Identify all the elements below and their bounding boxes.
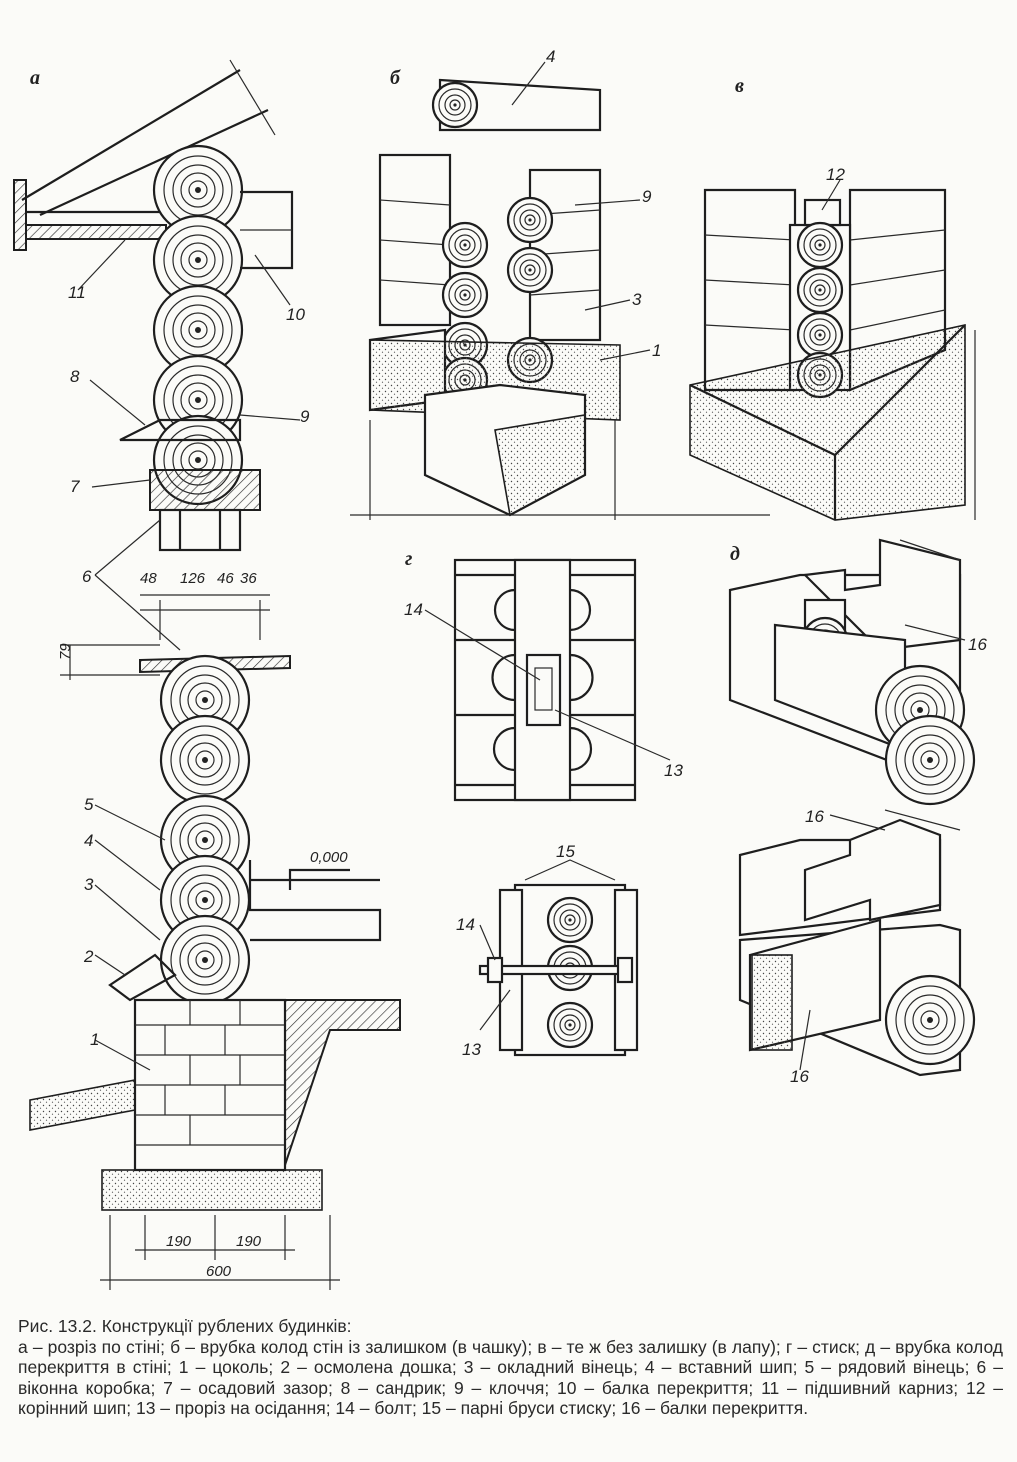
label-12: 12 xyxy=(826,165,845,184)
level-mark: 0,000 xyxy=(310,849,348,866)
section-letter-b: б xyxy=(390,67,401,89)
label-6: 6 xyxy=(82,567,92,586)
label-14: 14 xyxy=(404,600,423,619)
dim-48: 48 xyxy=(140,570,157,587)
leader-lines xyxy=(77,61,966,1071)
dim-46: 46 xyxy=(217,570,234,587)
label-1: 1 xyxy=(90,1030,99,1049)
section-b-corner-saddle-notch xyxy=(350,78,770,520)
caption-title: Рис. 13.2. Конструкції рублених будинків… xyxy=(18,1316,352,1336)
dim-190-left: 190 xyxy=(166,1233,192,1250)
label-3b: 3 xyxy=(632,290,642,309)
section-a-wall-section xyxy=(13,59,401,1290)
construction-drawing: а б в г д 1 1 2 3 3 4 4 5 6 7 8 9 9 10 1… xyxy=(13,47,987,1290)
section-letter-d: д xyxy=(730,543,740,565)
dim-600: 600 xyxy=(206,1263,232,1280)
label-1b: 1 xyxy=(652,341,661,360)
label-9b: 9 xyxy=(642,187,652,206)
figure-caption: Рис. 13.2. Конструкції рублених будинків… xyxy=(18,1316,1003,1419)
label-15: 15 xyxy=(556,842,575,861)
label-5: 5 xyxy=(84,795,94,814)
part-labels: 1 1 2 3 3 4 4 5 6 7 8 9 9 10 11 12 13 13… xyxy=(68,47,987,1086)
label-2: 2 xyxy=(83,947,94,966)
section-letter-a: а xyxy=(30,67,40,89)
label-16a: 16 xyxy=(968,635,987,654)
label-4: 4 xyxy=(84,831,93,850)
section-g-clamp xyxy=(453,558,639,1057)
dim-190-right: 190 xyxy=(236,1233,262,1250)
label-11: 11 xyxy=(68,283,86,302)
dim-126: 126 xyxy=(180,570,206,587)
label-8: 8 xyxy=(70,367,80,386)
label-13b: 13 xyxy=(462,1040,481,1059)
section-v-corner-dovetail xyxy=(689,188,976,521)
section-letters: а б в г д xyxy=(30,67,744,570)
label-10: 10 xyxy=(286,305,305,324)
section-letter-v: в xyxy=(735,75,744,97)
label-7: 7 xyxy=(70,477,80,496)
label-4b: 4 xyxy=(546,47,555,66)
section-letter-g: г xyxy=(405,548,412,570)
dim-36: 36 xyxy=(240,570,257,587)
dimension-labels: 48 126 46 36 79 190 190 600 0,000 xyxy=(57,570,348,1280)
label-13: 13 xyxy=(664,761,683,780)
dim-79: 79 xyxy=(57,643,74,660)
label-16c: 16 xyxy=(790,1067,809,1086)
label-14b: 14 xyxy=(456,915,475,934)
section-d-floor-beam-joint xyxy=(728,538,976,1077)
label-16b: 16 xyxy=(805,807,824,826)
label-3: 3 xyxy=(84,875,94,894)
caption-body: а – розріз по стіні; б – врубка колод ст… xyxy=(18,1336,1003,1419)
label-9: 9 xyxy=(300,407,310,426)
